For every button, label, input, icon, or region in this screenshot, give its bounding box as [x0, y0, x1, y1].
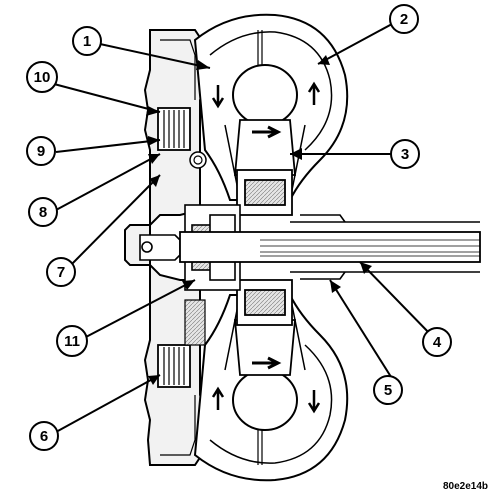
- callout-1-label: 1: [83, 33, 91, 50]
- callout-2-label: 2: [400, 11, 408, 28]
- callout-11: 11: [56, 325, 88, 357]
- callout-4: 4: [422, 327, 452, 357]
- callout-11-label: 11: [64, 333, 80, 350]
- figure-id: 80e2e14b: [443, 481, 488, 492]
- callout-2: 2: [389, 4, 419, 34]
- callout-5-label: 5: [384, 382, 392, 399]
- callout-10-label: 10: [34, 69, 51, 86]
- callout-7-label: 7: [57, 264, 65, 281]
- stator-lower: [234, 279, 296, 376]
- callout-8-label: 8: [39, 204, 47, 221]
- callout-7: 7: [46, 257, 76, 287]
- callout-3: 3: [390, 139, 420, 169]
- callout-4-label: 4: [433, 334, 442, 351]
- callout-9-label: 9: [37, 143, 45, 160]
- callout-3-label: 3: [401, 146, 409, 163]
- callout-5: 5: [373, 375, 403, 405]
- callout-9: 9: [26, 136, 56, 166]
- callout-8: 8: [28, 197, 58, 227]
- leader-arrowheads: [146, 55, 372, 385]
- stator-support-shaft: [290, 214, 480, 280]
- leader-lines: [53, 23, 435, 433]
- callout-6-label: 6: [40, 428, 48, 445]
- callout-1: 1: [72, 26, 102, 56]
- clutch-pack-lower: [157, 299, 206, 388]
- callout-10: 10: [26, 61, 58, 93]
- lower-torus: [193, 294, 349, 482]
- callout-6: 6: [29, 421, 59, 451]
- stator-upper: [234, 119, 296, 216]
- clutch-pack-upper: [157, 107, 207, 169]
- input-shaft: [139, 231, 481, 263]
